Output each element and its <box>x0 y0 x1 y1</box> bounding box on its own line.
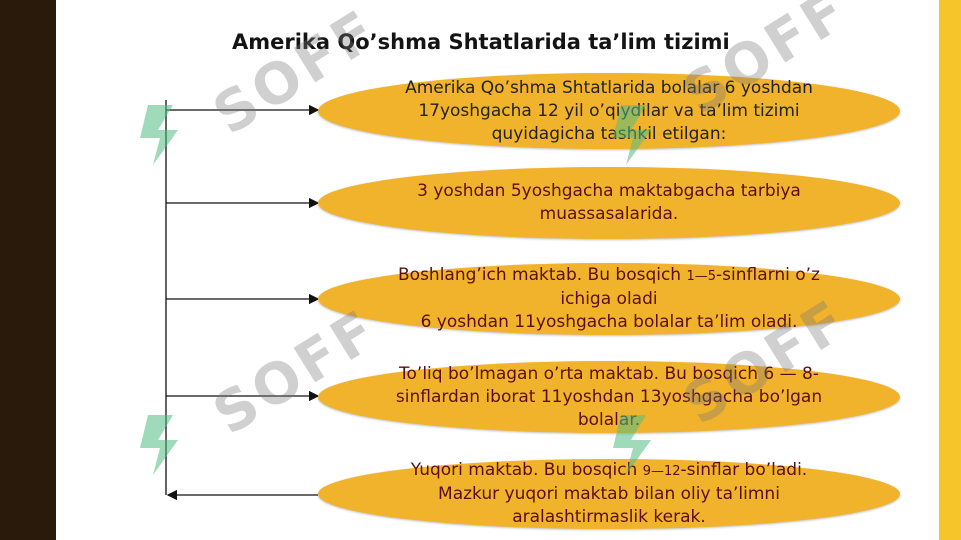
slide-title: Amerika Qo’shma Shtatlarida ta’lim tizim… <box>232 30 730 54</box>
box4-line1: To’liq bo’lmagan o’rta maktab. Bu bosqic… <box>399 363 819 384</box>
box-usa-overview: Amerika Qo’shma Shtatlarida bolalar 6 yo… <box>318 73 900 149</box>
box5-line1-c: -sinflar bo’ladi. <box>680 460 808 480</box>
box3-grade-range: 1—5 <box>686 269 717 284</box>
box1-line3: quyidagicha tashkil etilgan: <box>491 123 727 144</box>
box5-line3: aralashtirmaslik kerak. <box>512 507 706 527</box>
box3-line1-c: -sinflarni o’z <box>716 265 820 285</box>
box-high-school: Yuqori maktab. Bu bosqich 9—12-sinflar b… <box>318 459 900 529</box>
box2-line2: muassasalarida. <box>539 204 679 224</box>
box3-line2: ichiga oladi <box>560 289 658 309</box>
box3-line3: 6 yoshdan 11yoshgacha bolalar ta’lim ola… <box>420 312 798 332</box>
box5-line2: Mazkur yuqori maktab bilan oliy ta’limni <box>438 484 780 504</box>
box3-line1-a: Boshlang’ich maktab. Bu bosqich <box>398 265 687 285</box>
box4-line2: sinflardan iborat 11yoshdan 13yoshgacha … <box>395 386 823 407</box>
slide: Amerika Qo’shma Shtatlarida ta’lim tizim… <box>56 0 939 540</box>
box-primary-school: Boshlang’ich maktab. Bu bosqich 1—5-sinf… <box>318 263 900 335</box>
box5-line1-a: Yuqori maktab. Bu bosqich <box>410 460 643 480</box>
box2-line1: 3 yoshdan 5yoshgacha maktabgacha tarbiya <box>417 181 801 201</box>
box5-line1: Yuqori maktab. Bu bosqich 9—12-sinflar b… <box>387 459 831 483</box>
right-decor-bar <box>939 0 961 540</box>
box-middle-school: To’liq bo’lmagan o’rta maktab. Bu bosqic… <box>318 361 900 433</box>
box1-line2: 17yoshgacha 12 yil o’qiydilar va ta’lim … <box>418 100 800 121</box>
box-preschool: 3 yoshdan 5yoshgacha maktabgacha tarbiya… <box>318 167 900 239</box>
box3-line1: Boshlang’ich maktab. Bu bosqich 1—5-sinf… <box>374 264 844 288</box>
box1-line1: Amerika Qo’shma Shtatlarida bolalar 6 yo… <box>405 77 813 98</box>
box5-grade-range: 9—12 <box>642 464 681 479</box>
left-decor-bar <box>0 0 56 540</box>
box4-line3: bolalar. <box>577 409 641 430</box>
